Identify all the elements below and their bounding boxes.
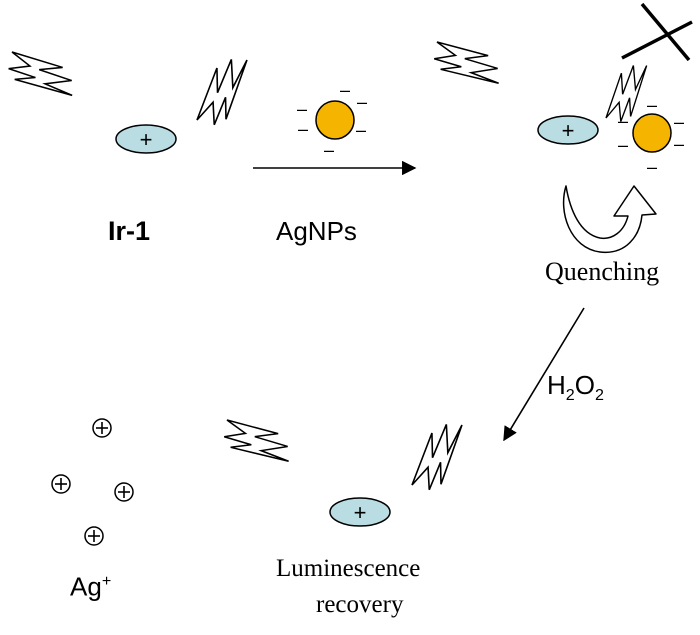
silver-ion-cluster	[51, 418, 134, 546]
oxidant-o: O	[574, 370, 595, 400]
bound-agnp-particle: – – – – – –	[618, 95, 684, 177]
lightning-bolt-icon	[181, 47, 266, 135]
ion-ag: Ag	[70, 571, 102, 602]
charge-minus: –	[298, 119, 308, 139]
charge-plus: +	[562, 118, 575, 143]
plus-circle-icon	[51, 474, 71, 494]
lightning-bolt-icon	[424, 25, 509, 103]
quenching-label: Quenching	[545, 257, 660, 286]
charge-plus: +	[140, 127, 153, 152]
quenched-complex: +	[537, 115, 599, 145]
lightning-bolt-icon	[0, 36, 83, 115]
charge-minus: –	[647, 95, 657, 115]
recovered-complex: +	[329, 497, 391, 527]
charge-minus: –	[297, 99, 307, 119]
curved-arrow-icon	[562, 185, 657, 253]
probe-label: Ir-1	[108, 216, 151, 246]
lightning-bolt-icon	[396, 412, 481, 500]
ion-charge: +	[101, 572, 112, 590]
charge-minus: –	[357, 92, 367, 112]
charge-minus: –	[356, 120, 366, 140]
charge-minus: –	[324, 140, 334, 160]
oxidant-sub-1: 2	[565, 386, 575, 405]
plus-circle-icon	[114, 482, 134, 502]
reaction-arrow-icon	[503, 307, 585, 442]
charge-minus: –	[340, 80, 350, 100]
charge-minus: –	[618, 135, 628, 155]
ir1-complex: +	[115, 124, 177, 154]
nanoparticle-label: AgNPs	[276, 216, 357, 246]
plus-circle-icon	[92, 418, 112, 438]
recovery-label-line1: Luminescence	[276, 555, 421, 582]
lightning-bolt-icon	[214, 403, 299, 481]
plus-circle-icon	[84, 526, 104, 546]
agnp-particle: – – – – – –	[297, 80, 367, 160]
recovery-label-line2: recovery	[316, 591, 404, 618]
charge-plus: +	[354, 500, 367, 525]
charge-minus: –	[674, 134, 684, 154]
cross-out-icon	[621, 2, 693, 62]
oxidant-label: H2O2	[547, 372, 604, 403]
oxidant-sub-2: 2	[594, 386, 604, 405]
charge-minus: –	[674, 112, 684, 132]
charge-minus: –	[618, 111, 628, 131]
charge-minus: –	[647, 157, 657, 177]
silver-ion-label: Ag+	[70, 573, 111, 600]
oxidant-h: H	[547, 370, 566, 400]
